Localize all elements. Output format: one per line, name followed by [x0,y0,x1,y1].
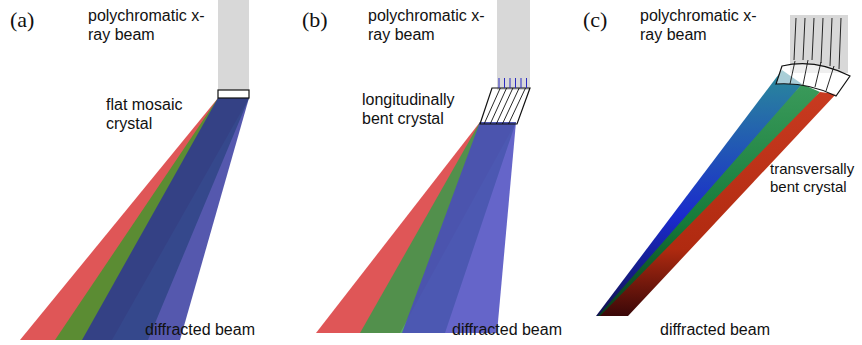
flat-crystal [218,90,249,98]
annotation: polychromatic x-ray beam [88,6,206,44]
stroke [521,78,522,88]
red-beam [20,98,249,340]
stroke [509,88,526,124]
green-beam [55,98,249,340]
stroke [830,18,832,66]
stroke [499,78,500,88]
stroke [826,66,834,91]
annotation: flat mosaic crystal [106,95,204,133]
panel-letter: (a) [10,8,50,32]
stroke [526,78,527,88]
stroke [515,78,516,88]
stroke [790,61,795,84]
blue-beam [402,122,516,333]
annotation: longitudinally bent crystal [362,90,472,128]
stroke [815,62,821,87]
incident-rays [499,78,527,88]
panel-a [20,0,249,340]
xray-beam [218,0,249,92]
green-beam [360,122,516,333]
panel-letter: (c) [583,8,623,32]
annotation: diffracted beam [145,320,275,339]
stroke [839,18,841,69]
stroke [504,78,505,88]
stroke [812,18,814,60]
stroke [794,18,796,60]
panel-b [316,0,530,333]
green-beam [598,84,820,316]
panel-letter: (b) [302,8,342,32]
stroke [821,18,823,63]
stroke [803,60,808,85]
red-beam [316,122,516,333]
bent-crystal [480,88,530,124]
blue-beam [82,98,249,340]
stroke [803,18,805,60]
stroke [510,78,511,88]
crystal-planes [484,88,525,124]
annotation: polychromatic x-ray beam [368,6,486,44]
annotation: diffracted beam [452,320,582,339]
annotation: polychromatic x-ray beam [640,6,758,44]
annotation: diffracted beam [660,320,790,339]
annotation: transversally bent crystal [770,160,858,196]
red-beam [600,92,836,316]
xray-beam [497,0,530,90]
crystal-planes [790,18,841,91]
